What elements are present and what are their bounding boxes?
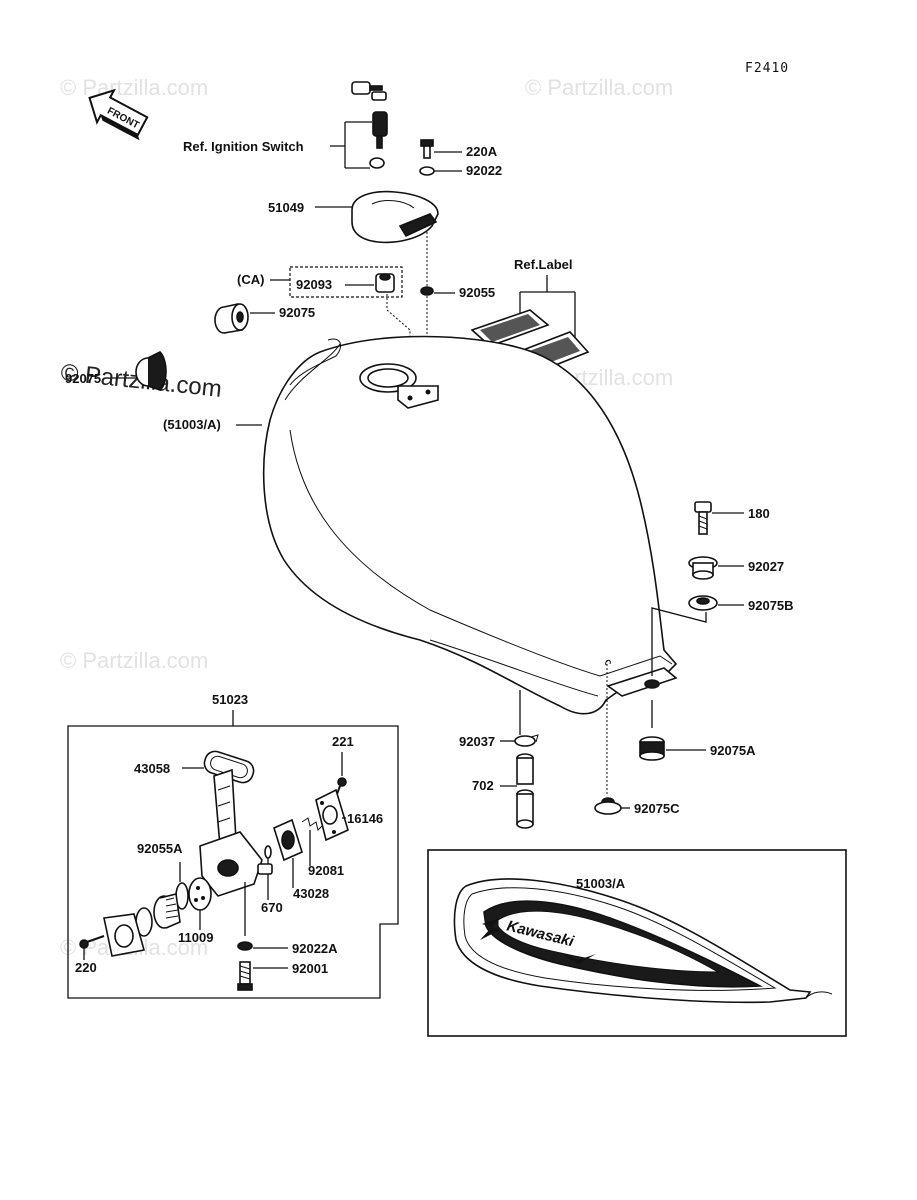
label-92037: 92037 xyxy=(459,734,495,749)
fuel-cock-group-box xyxy=(67,725,399,999)
plate-icon xyxy=(103,913,146,957)
label-inset-51003a: 51003/A xyxy=(576,876,626,891)
damper-92075c-icon xyxy=(594,797,622,815)
label-92075a: 92075A xyxy=(710,743,756,758)
label-92055: 92055 xyxy=(459,285,495,300)
diaphragm-43028-icon xyxy=(273,818,303,862)
filter-icon xyxy=(153,893,181,929)
damper-92075-left-icon xyxy=(135,351,167,391)
label-670: 670 xyxy=(261,900,283,915)
label-92001: 92001 xyxy=(292,961,328,976)
label-92075c: 92075C xyxy=(634,801,680,816)
fitting-92093-icon xyxy=(375,273,395,293)
washer-92022a-icon xyxy=(237,941,253,951)
watermark-text: © Partzilla.com xyxy=(60,648,208,673)
collar-92027-icon xyxy=(688,556,718,580)
label-92022: 92022 xyxy=(466,163,502,178)
ignition-key-icon xyxy=(351,81,388,169)
label-43058: 43058 xyxy=(134,761,170,776)
fuel-cock-body-icon xyxy=(199,768,273,897)
inset-tank-icon xyxy=(453,878,833,1004)
label-11009: 11009 xyxy=(178,930,213,945)
label-ref-ignition-switch: Ref. Ignition Switch xyxy=(183,139,304,154)
ref-label-leader xyxy=(519,275,576,340)
label-92055a: 92055A xyxy=(137,841,183,856)
washer-92022-icon xyxy=(419,166,435,176)
gasket-92055-icon xyxy=(420,286,434,296)
bolt-220a-icon xyxy=(420,139,434,159)
bolt-92001-icon xyxy=(237,961,253,991)
label-221: 221 xyxy=(332,734,354,749)
label-92075b: 92075B xyxy=(748,598,794,613)
damper-92075a-icon xyxy=(639,736,665,761)
label-220a: 220A xyxy=(466,144,498,159)
label-51049: 51049 xyxy=(268,200,304,215)
label-92075-left: 92075 xyxy=(65,371,101,386)
label-51003a: (51003/A) xyxy=(163,417,221,432)
label-180: 180 xyxy=(748,506,770,521)
label-92075-top: 92075 xyxy=(279,305,315,320)
fuel-cap-51049-icon xyxy=(351,190,439,244)
damper-92075-icon xyxy=(214,303,249,334)
fuel-tank-51003a-icon xyxy=(262,335,678,715)
label-51023: 51023 xyxy=(212,692,248,707)
clamp-92037-icon xyxy=(514,734,539,747)
label-16146: 16146 xyxy=(347,811,383,826)
label-ref-label: Ref.Label xyxy=(514,257,573,272)
label-92027: 92027 xyxy=(748,559,784,574)
ca-dashed-box xyxy=(289,266,403,298)
label-43028: 43028 xyxy=(293,886,329,901)
label-702: 702 xyxy=(472,778,494,793)
label-92081: 92081 xyxy=(308,863,344,878)
hose-702-icon xyxy=(516,753,534,829)
spring-92081-icon xyxy=(301,817,323,831)
label-92022a: 92022A xyxy=(292,941,338,956)
figure-code: F2410 xyxy=(745,61,789,76)
damper-92075b-icon xyxy=(688,595,718,611)
watermark-text: © Partzilla.com xyxy=(525,75,673,100)
label-92093: 92093 xyxy=(296,277,332,292)
cover-16146-icon xyxy=(315,788,349,842)
watermark-text: © Partzilla.com xyxy=(60,75,208,100)
ignition-leader-line xyxy=(330,121,372,169)
gasket-11009-icon xyxy=(188,877,212,911)
front-arrow-icon: FRONT xyxy=(88,88,149,141)
oring-670-icon xyxy=(264,845,272,859)
label-220: 220 xyxy=(75,960,97,975)
bolt-180-icon xyxy=(694,501,712,535)
label-ca: (CA) xyxy=(237,272,264,287)
